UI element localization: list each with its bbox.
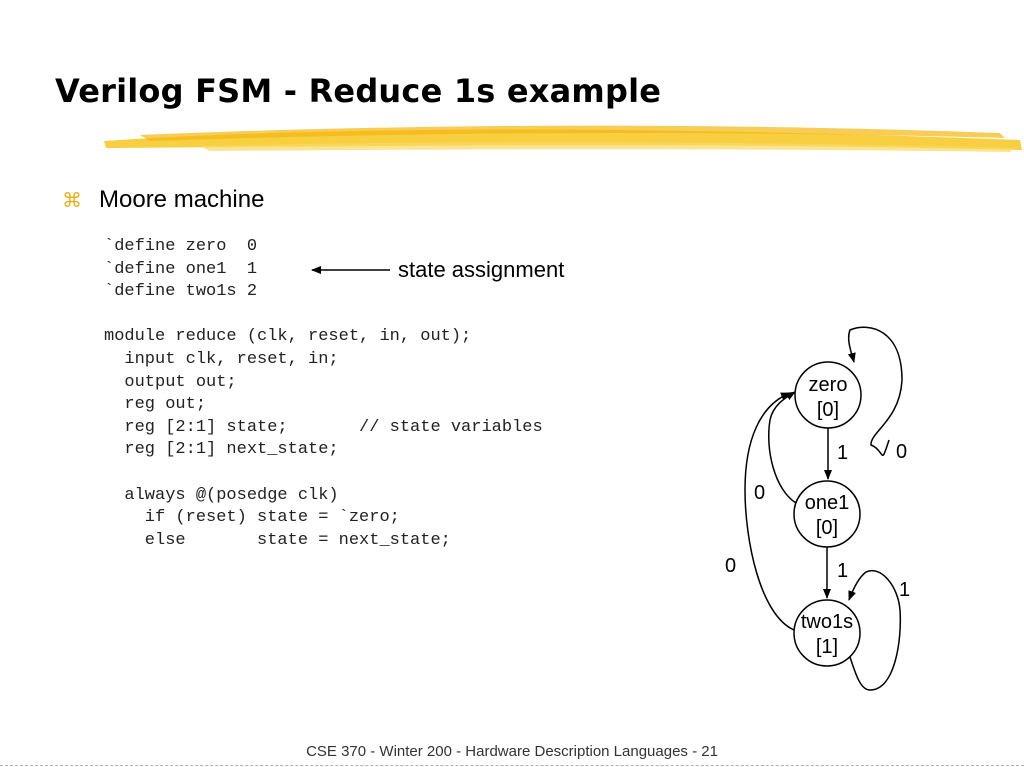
- state-zero: zero [0]: [794, 361, 862, 429]
- state-output: [0]: [816, 517, 838, 539]
- state-name: zero: [809, 374, 848, 396]
- transition-label: 1: [837, 442, 848, 464]
- footer-divider: [0, 765, 1024, 767]
- bullet-text: Moore machine: [99, 186, 265, 213]
- code-line: module reduce (clk, reset, in, out);: [104, 327, 472, 347]
- transition-label: 0: [896, 441, 907, 463]
- command-key-icon: ⌘: [62, 189, 82, 212]
- transition-label: 0: [754, 482, 765, 504]
- slide-footer: CSE 370 - Winter 200 - Hardware Descript…: [306, 743, 718, 760]
- annotation-label: state assignment: [398, 257, 564, 282]
- transition-label: 1: [837, 560, 848, 582]
- slide-title: Verilog FSM - Reduce 1s example: [55, 72, 662, 110]
- state-output: [0]: [817, 399, 839, 421]
- code-line: `define zero 0: [104, 237, 258, 256]
- code-line: output out;: [104, 372, 237, 392]
- code-line: `define one1 1: [104, 259, 258, 279]
- state-name: two1s: [801, 611, 853, 633]
- transition-zero-zero: [847, 326, 903, 456]
- transition-one1-zero: [768, 391, 797, 504]
- code-line: else state = next_state;: [104, 530, 451, 550]
- bullet-item: ⌘ Moore machine: [62, 186, 264, 214]
- code-line: if (reset) state = `zero;: [104, 508, 400, 528]
- transition-label: 1: [899, 579, 910, 601]
- transition-two1s-zero: [744, 392, 795, 631]
- code-line: `define two1s 2: [104, 282, 258, 302]
- state-name: one1: [805, 492, 850, 514]
- state-output: [1]: [816, 636, 838, 658]
- verilog-code: `define zero 0 `define one1 1 `define tw…: [104, 236, 543, 552]
- code-line: reg out;: [104, 395, 207, 415]
- transition-label: 0: [725, 555, 736, 577]
- state-one1: one1 [0]: [793, 480, 861, 548]
- code-line: reg [2:1] next_state;: [104, 440, 339, 460]
- code-line: always @(posedge clk): [104, 485, 339, 505]
- code-line: input clk, reset, in;: [104, 349, 339, 369]
- state-two1s: two1s [1]: [793, 599, 861, 667]
- code-line: reg [2:1] state; // state variables: [104, 417, 543, 437]
- transition-two1s-two1s: [848, 569, 902, 691]
